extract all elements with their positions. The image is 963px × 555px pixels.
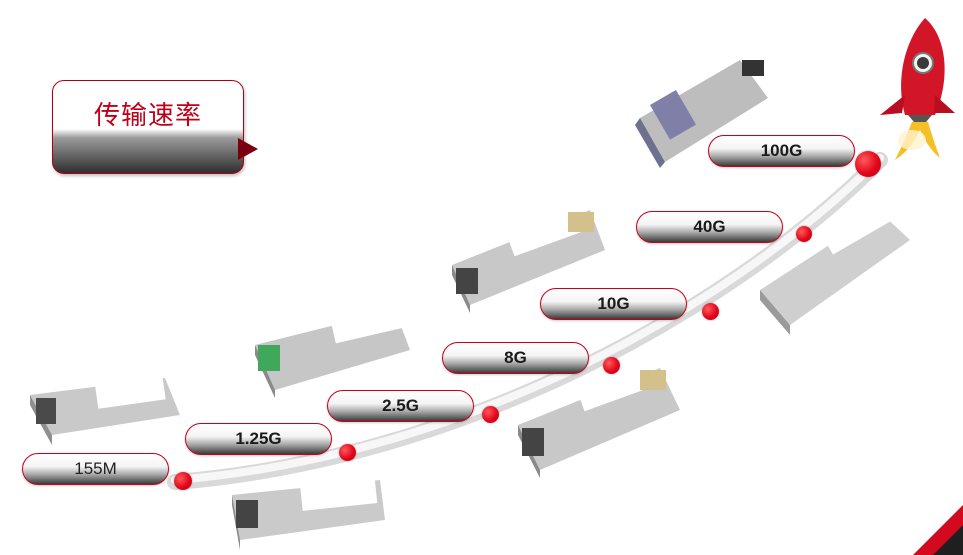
rate-label-1-25g: 1.25G <box>185 423 332 455</box>
rate-dot-8g <box>603 357 620 374</box>
rate-label-155m: 155M <box>22 453 169 485</box>
rate-label-2-5g: 2.5G <box>327 390 474 422</box>
corner-decoration-dark <box>933 525 963 555</box>
sfp-module-155m <box>30 375 180 445</box>
rate-dot-10g <box>702 303 719 320</box>
callout-title: 传输速率 <box>93 101 202 131</box>
rate-label-8g: 8G <box>442 342 589 374</box>
rocket-icon <box>880 18 955 160</box>
rate-label-100g: 100G <box>708 135 855 167</box>
title-callout: 传输速率 <box>52 80 244 174</box>
rate-label-10g: 10G <box>540 288 687 320</box>
sfp-plus-module-10g <box>452 203 605 313</box>
rate-dot-100g <box>855 151 881 177</box>
cfp-module-100g <box>635 60 768 168</box>
rate-dot-2-5g <box>482 406 499 423</box>
rate-dot-1-25g <box>339 444 356 461</box>
callout-tail <box>238 138 258 160</box>
rate-dot-40g <box>796 226 812 242</box>
sfp-module-1250m <box>255 302 410 398</box>
sfp-module-bottom <box>232 477 385 550</box>
rate-dot-155m <box>174 472 192 490</box>
sfp-plus-module-8g <box>518 358 680 478</box>
rate-label-40g: 40G <box>636 211 783 243</box>
qsfp-module-40g <box>760 197 910 335</box>
